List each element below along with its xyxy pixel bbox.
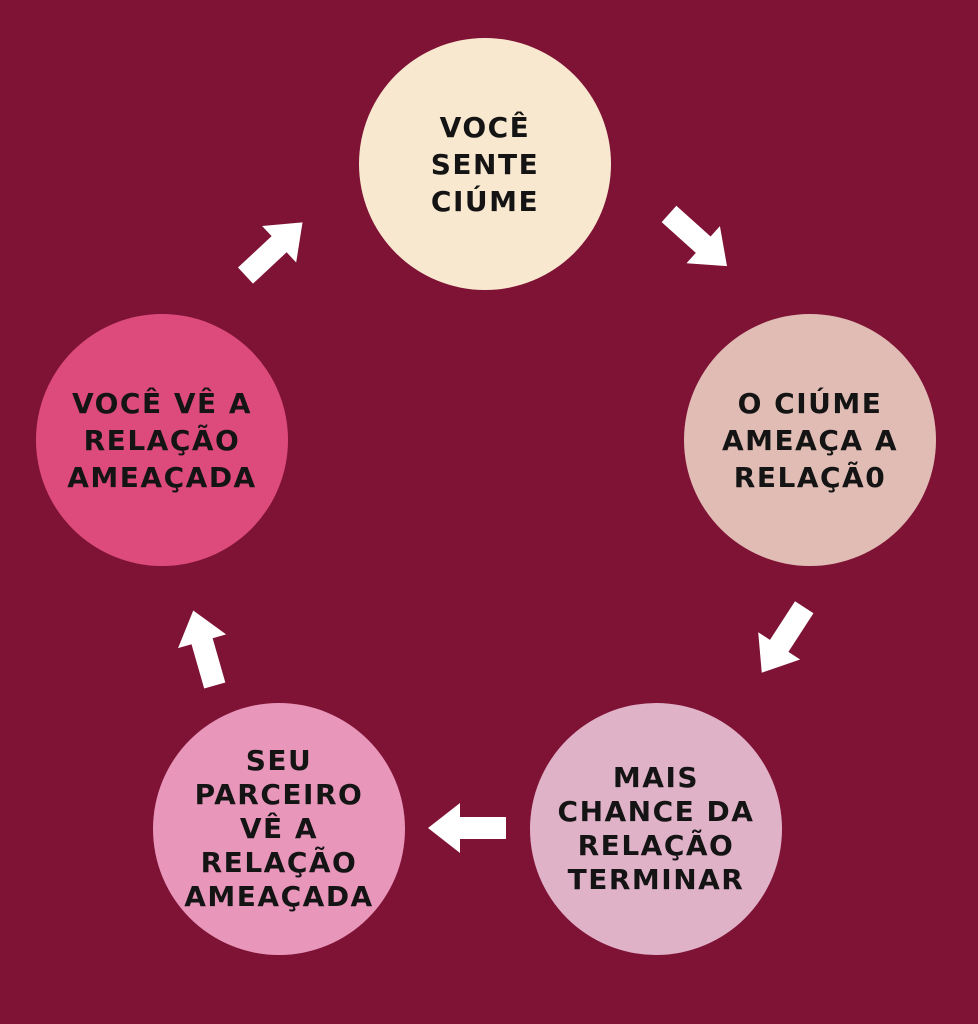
cycle-node-ciume-ameaca-relacao: O CIÚME AMEAÇA A RELAÇÃ0 — [684, 314, 936, 566]
node-label: O CIÚME AMEAÇA A RELAÇÃ0 — [722, 386, 898, 494]
arrow-right-down-icon — [661, 205, 727, 267]
arrow-up-icon — [178, 610, 227, 689]
arrow-right-up-icon — [237, 222, 303, 284]
node-label: VOCÊ VÊ A RELAÇÃO AMEAÇADA — [67, 386, 257, 494]
cycle-node-mais-chance-terminar: MAIS CHANCE DA RELAÇÃO TERMINAR — [530, 703, 782, 955]
cycle-node-voce-ve-relacao-ameacada: VOCÊ VÊ A RELAÇÃO AMEAÇADA — [36, 314, 288, 566]
node-label: VOCÊ SENTE CIÚME — [430, 110, 540, 218]
arrow-left-down-icon — [758, 601, 814, 673]
node-label: SEU PARCEIRO VÊ A RELAÇÃO AMEAÇADA — [184, 744, 374, 913]
arrow-left-icon — [428, 803, 506, 853]
node-label: MAIS CHANCE DA RELAÇÃO TERMINAR — [557, 761, 755, 896]
cycle-node-voce-sente-ciume: VOCÊ SENTE CIÚME — [359, 38, 611, 290]
cycle-node-parceiro-ve-relacao-ameacada: SEU PARCEIRO VÊ A RELAÇÃO AMEAÇADA — [153, 703, 405, 955]
